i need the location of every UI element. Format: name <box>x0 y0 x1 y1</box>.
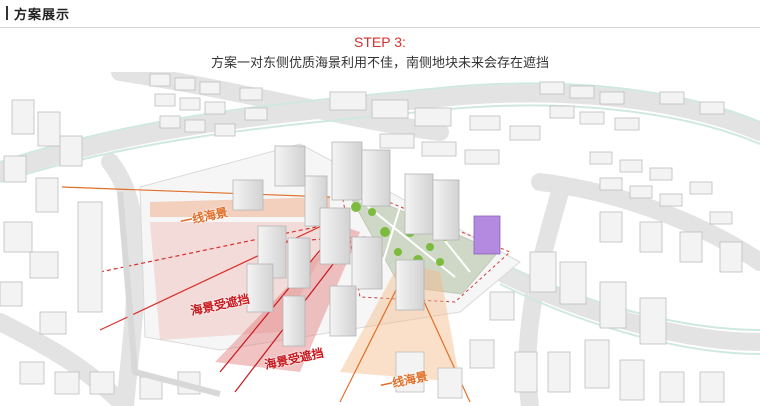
site-towers <box>232 141 460 347</box>
header-divider <box>0 27 760 28</box>
header-accent-bar <box>6 6 8 20</box>
highlight-tower <box>473 215 501 255</box>
site-outline <box>117 191 221 397</box>
view-cone-south-orange <box>340 262 460 382</box>
step-title: STEP 3: <box>354 34 406 50</box>
context-buildings <box>0 73 743 403</box>
site-axonometric-map <box>0 72 760 406</box>
page-title: 方案展示 <box>14 8 71 23</box>
step-subtitle: 方案一对东侧优质海景利用不佳，南侧地块未来会存在遮挡 <box>210 56 549 71</box>
page-header: 方案展示 <box>0 0 760 30</box>
